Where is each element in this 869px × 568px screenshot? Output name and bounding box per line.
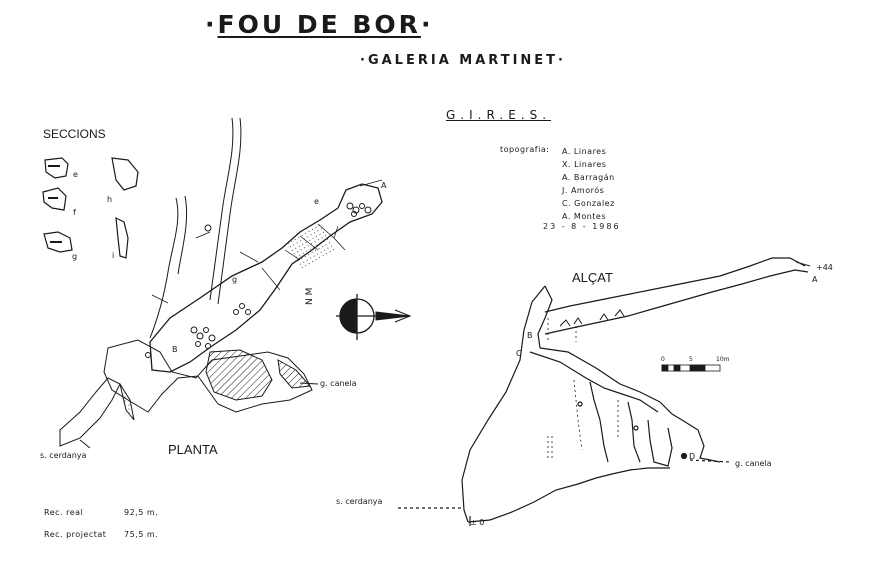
- stat-real-label: Rec. real: [44, 508, 84, 517]
- shaft-right-wall: [537, 285, 553, 349]
- descent-roof: [529, 351, 659, 413]
- page-subtitle-text: GALERIA MARTINET: [367, 53, 559, 68]
- elev-label-cerdanya: s. cerdanya: [336, 497, 383, 506]
- upper-gallery-roof: [544, 257, 806, 313]
- page-title: ·FOU DE BOR·: [205, 10, 434, 39]
- river-line: [209, 117, 234, 301]
- section-letter-e: e: [73, 170, 78, 179]
- credit-name: J. Amorós: [562, 186, 605, 195]
- sections-title: SECCIONS: [43, 127, 106, 141]
- elev-label-plus44: +44: [816, 263, 833, 272]
- plan-point-a: A: [381, 181, 387, 190]
- section-e: [44, 157, 69, 179]
- boulders: [190, 202, 372, 349]
- plan-point-e: e: [314, 197, 319, 206]
- bottom-outlet: [467, 467, 670, 523]
- section-letter-i: i: [112, 251, 115, 260]
- chamber-wall: [627, 401, 641, 463]
- survey-date: 23 - 8 - 1986: [543, 222, 621, 231]
- credit-name: C. Gonzalez: [562, 199, 615, 208]
- lower-chamber: [103, 339, 313, 413]
- shaft-left-wall: [461, 285, 546, 523]
- elev-point-a: A: [812, 275, 818, 284]
- stream-line: [149, 197, 179, 339]
- section-f: [42, 187, 67, 211]
- credits-list: A. Linares X. Linares A. Barragán J. Amo…: [562, 145, 615, 223]
- section-h: [111, 157, 139, 191]
- plan-drawing: [59, 117, 383, 449]
- elevation-title: ALÇAT: [572, 270, 613, 285]
- survey-group: G.I.R.E.S.: [446, 108, 552, 122]
- plan-label-cerdanya: s. cerdanya: [40, 451, 87, 460]
- chamber-wall: [589, 381, 609, 463]
- elev-point-d: D: [689, 452, 696, 461]
- hatched-chamber: [205, 349, 273, 401]
- elevation-drawing: [398, 257, 811, 526]
- upper-gallery-floor: [544, 269, 809, 335]
- scale-end: 10m: [716, 356, 730, 363]
- river-line: [217, 117, 242, 305]
- section-g: [43, 231, 73, 253]
- stat-real-value: 92,5 m.: [124, 508, 159, 517]
- credits-label: topografia:: [500, 145, 550, 154]
- hatched-passage: [277, 359, 312, 389]
- plan-title: PLANTA: [168, 442, 218, 457]
- section-i: [115, 216, 129, 259]
- section-letter-f: f: [73, 208, 76, 217]
- stat-projected-label: Rec. projectat: [44, 530, 107, 539]
- plan-point-g: g: [232, 275, 238, 284]
- page-subtitle: ·GALERIA MARTINET·: [360, 53, 566, 68]
- elev-point-b: B: [527, 331, 533, 340]
- stat-projected-value: 75,5 m.: [124, 530, 159, 539]
- section-letter-g: g: [72, 252, 78, 261]
- cross-sections: [42, 157, 139, 259]
- elev-label-zero: ± 0: [470, 518, 485, 527]
- credit-name: A. Montes: [562, 212, 607, 221]
- main-gallery: [149, 183, 383, 373]
- scale-mid: 5: [689, 356, 693, 363]
- elev-label-canela: g. canela: [735, 459, 772, 468]
- section-letter-h: h: [107, 195, 113, 204]
- credit-name: X. Linares: [562, 160, 607, 169]
- plan-label-canela: g. canela: [320, 379, 357, 388]
- scale-bar: [661, 364, 721, 372]
- page-title-text: FOU DE BOR: [217, 10, 421, 39]
- scale-start: 0: [661, 356, 665, 363]
- credit-name: A. Barragán: [562, 173, 615, 182]
- plan-point-b: B: [172, 345, 178, 354]
- north-arrow: [336, 294, 412, 340]
- outlet-passage: [59, 377, 121, 447]
- credit-name: A. Linares: [562, 147, 607, 156]
- canela-passage: [659, 401, 721, 463]
- stream-line: [177, 195, 188, 275]
- descent-floor: [539, 347, 661, 403]
- elev-point-c: C: [516, 349, 522, 358]
- chamber-wall: [647, 419, 673, 467]
